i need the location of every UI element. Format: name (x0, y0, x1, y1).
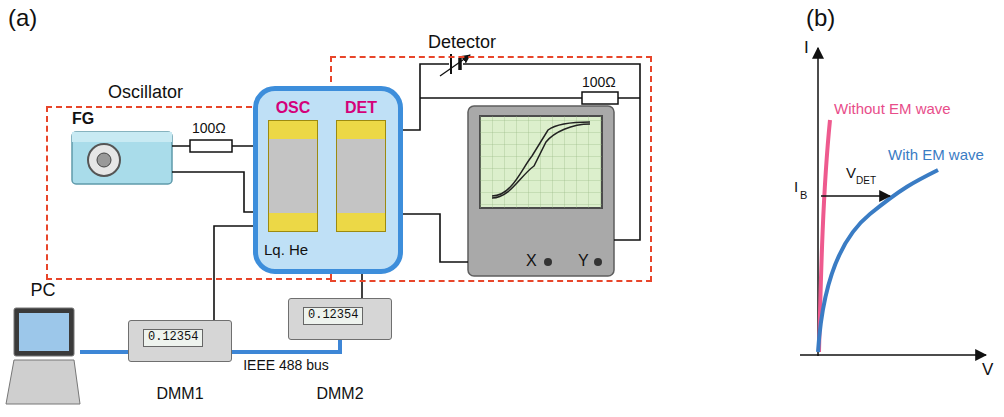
terminal (544, 258, 552, 266)
resistor-symbol (190, 140, 232, 152)
multimeter: 0.12354DMM2 (288, 298, 392, 340)
panel-label: (a) (8, 4, 37, 32)
chip-label: OSC (229, 99, 357, 117)
battery-plate (458, 58, 462, 70)
resistor-value: 100Ω (192, 120, 226, 136)
multimeter: 0.12354DMM1 (128, 320, 232, 362)
detector-voltage-label: V (846, 164, 856, 181)
generator-top (72, 132, 172, 142)
voltage-axis (800, 354, 986, 356)
terminal (594, 258, 602, 266)
detector-chip: DET (336, 120, 386, 232)
oscillator-chip: OSC (268, 120, 318, 232)
bus-label: IEEE 488 bus (241, 357, 331, 373)
curve-label: With EM wave (888, 146, 984, 163)
chip-label: DET (297, 99, 425, 117)
function-generator (72, 132, 172, 184)
scope-grid (480, 116, 602, 208)
axis-label: I (804, 38, 809, 58)
region-title: Oscillator (108, 82, 183, 103)
axis-label: V (982, 360, 993, 380)
region-title: Detector (428, 32, 496, 53)
variable-arrow (440, 55, 470, 76)
laptop-screen (14, 308, 74, 356)
subscript: B (800, 189, 807, 202)
device-label: DMM1 (89, 385, 271, 403)
resistor-value: 100Ω (582, 74, 616, 90)
helium-dewar: Lq. He OSC DET (253, 86, 403, 274)
device-label: FG (72, 110, 94, 128)
panel-label: (b) (806, 4, 835, 32)
laptop-keyboard (6, 360, 80, 404)
scope-screen (480, 116, 602, 208)
hysteresis-trace (492, 122, 590, 198)
device-label: DMM2 (249, 385, 431, 403)
meter-reading: 0.12354 (303, 307, 363, 325)
wire (386, 64, 640, 240)
meter-reading: 0.12354 (143, 329, 203, 347)
subscript: DET (856, 175, 876, 187)
laptop-display (19, 313, 69, 351)
generator-knob (97, 153, 111, 167)
generator-dial (88, 144, 120, 176)
bus-line (232, 340, 340, 352)
curve-label: Without EM wave (834, 100, 951, 117)
bias-current-label: I (794, 178, 798, 195)
vdet-arrow (821, 195, 890, 197)
oscilloscope (468, 106, 614, 276)
iv-curve-with (818, 170, 938, 352)
device-label: PC (0, 280, 120, 301)
input-label: Y (578, 252, 589, 270)
bus-line (80, 350, 128, 354)
input-label: X (526, 252, 537, 270)
function-generator: FG (72, 132, 172, 184)
resistor-symbol (582, 92, 618, 104)
dewar-label: Lq. He (264, 241, 308, 258)
computer: PC (6, 306, 80, 406)
oscilloscope: XY (468, 106, 614, 276)
